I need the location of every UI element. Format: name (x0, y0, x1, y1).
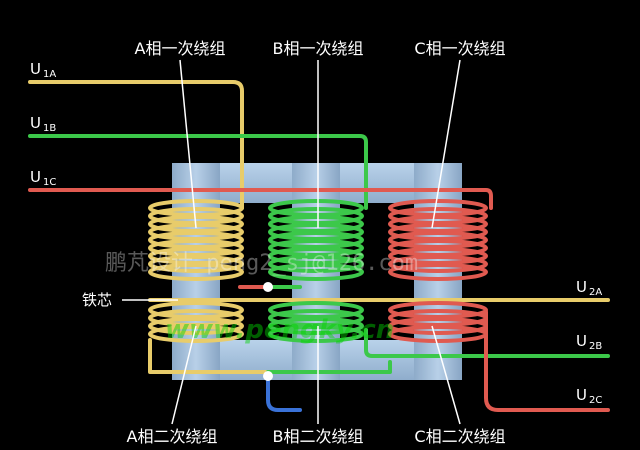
wire-secondary-return-green (266, 360, 392, 374)
wires (28, 80, 610, 412)
junction-dot-primary (263, 282, 273, 292)
label-c-secondary: C相二次绕组 (414, 427, 505, 446)
coil-a-primary (148, 199, 244, 281)
watermark-line1: 鹏芃设计 peng2_sj@126.com (105, 251, 418, 276)
wire-secondary-return (148, 338, 270, 374)
wire-u2b (364, 328, 610, 358)
coil-b-secondary (268, 301, 364, 343)
coil-b-primary (268, 199, 364, 281)
pointer-c-secondary (431, 325, 461, 425)
label-b-primary: B相一次绕组 (273, 39, 364, 58)
coil-c-primary (388, 199, 488, 281)
wire-u1a (28, 80, 244, 210)
label-a-primary: A相一次绕组 (135, 39, 226, 58)
pointer-a-secondary (171, 325, 197, 425)
wire-u1b (28, 134, 368, 210)
pointer-a-primary (179, 59, 197, 229)
pointer-c-primary (431, 59, 461, 229)
label-a-secondary: A相二次绕组 (127, 427, 218, 446)
wire-u2c (484, 310, 610, 412)
label-b-secondary: B相二次绕组 (273, 427, 364, 446)
wire-u1c (28, 188, 493, 210)
label-core: 铁芯 (82, 291, 112, 309)
junction-dot-secondary (263, 371, 273, 381)
coil-c-secondary (388, 301, 488, 343)
watermark-line2: www.pengky.cn (165, 315, 394, 345)
label-c-primary: C相一次绕组 (414, 39, 505, 58)
label-pointers (122, 59, 461, 425)
wire-neutral-blue (266, 374, 302, 412)
